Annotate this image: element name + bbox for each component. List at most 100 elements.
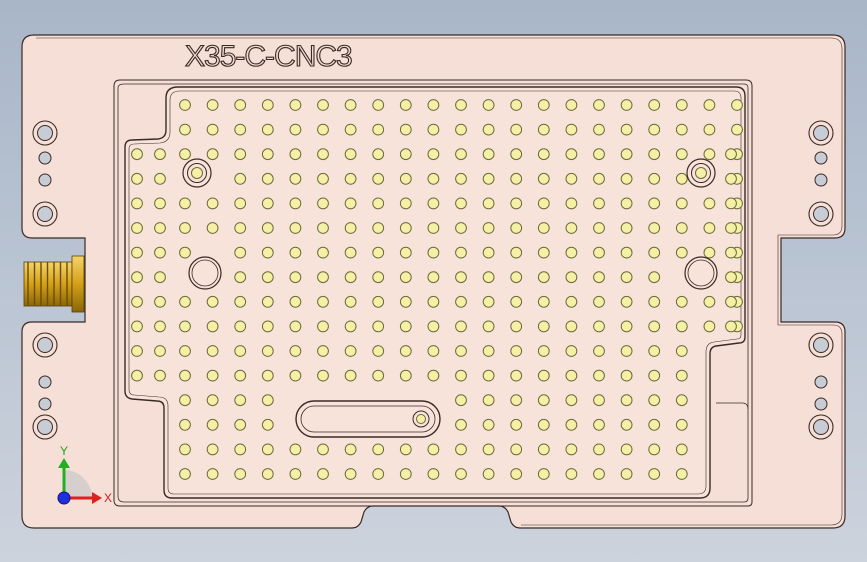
- vacuum-hole: [455, 197, 467, 210]
- counterbore-hole[interactable]: [808, 120, 834, 146]
- through-hole: [814, 173, 828, 187]
- vacuum-hole: [234, 320, 247, 333]
- vacuum-hole: [399, 99, 412, 111]
- vacuum-hole: [482, 394, 495, 407]
- vacuum-hole: [372, 345, 385, 357]
- vacuum-hole: [179, 345, 191, 357]
- vacuum-hole: [703, 148, 716, 161]
- vacuum-hole: [206, 369, 219, 382]
- vacuum-hole: [593, 197, 605, 210]
- vacuum-hole: [317, 99, 329, 111]
- vacuum-hole: [317, 295, 329, 308]
- counterbore-hole[interactable]: [808, 332, 834, 358]
- vacuum-hole: [482, 222, 495, 234]
- vacuum-hole: [289, 197, 302, 210]
- counterbore-hole[interactable]: [32, 332, 58, 358]
- through-hole: [38, 375, 52, 389]
- vacuum-hole: [455, 369, 467, 382]
- vacuum-hole: [206, 123, 219, 136]
- vacuum-hole: [565, 246, 578, 259]
- vacuum-hole: [455, 418, 467, 431]
- counterbore-hole[interactable]: [32, 120, 58, 146]
- pocket-outline: [124, 86, 746, 499]
- datum-pin-top-left[interactable]: [182, 158, 212, 188]
- vacuum-slot[interactable]: [295, 400, 441, 438]
- vacuum-hole: [344, 271, 357, 284]
- vacuum-hole: [537, 443, 550, 456]
- vacuum-hole: [427, 123, 440, 136]
- through-hole: [814, 151, 828, 165]
- vacuum-hole: [482, 271, 495, 284]
- vacuum-hole: [703, 246, 716, 259]
- vacuum-hole: [427, 320, 440, 333]
- vacuum-hole: [372, 222, 385, 234]
- vacuum-hole: [289, 443, 302, 456]
- vacuum-hole: [620, 99, 633, 111]
- vacuum-hole: [154, 148, 166, 161]
- vacuum-hole: [675, 369, 688, 382]
- vacuum-hole: [317, 468, 329, 480]
- vacuum-hole: [648, 394, 661, 407]
- vacuum-hole: [482, 197, 495, 210]
- vacuum-hole: [675, 468, 688, 480]
- vacuum-hole: [234, 271, 247, 284]
- vacuum-hole: [399, 345, 412, 357]
- vacuum-hole: [675, 148, 688, 161]
- datum-pin-top-right[interactable]: [686, 158, 716, 188]
- vacuum-hole: [565, 222, 578, 234]
- vacuum-hole: [154, 369, 166, 382]
- vacuum-hole: [344, 295, 357, 308]
- vacuum-hole: [648, 222, 661, 234]
- vacuum-hole: [620, 345, 633, 357]
- vacuum-hole: [399, 148, 412, 161]
- counterbore-hole[interactable]: [808, 414, 834, 440]
- vacuum-hole: [344, 468, 357, 480]
- vacuum-hole: [131, 172, 143, 185]
- vacuum-hole: [261, 295, 274, 308]
- vacuum-hole: [593, 222, 605, 234]
- vacuum-hole: [154, 320, 166, 333]
- vacuum-hole: [620, 148, 633, 161]
- through-hole: [38, 151, 52, 165]
- vacuum-hole: [675, 295, 688, 308]
- vacuum-hole: [565, 443, 578, 456]
- vacuum-hole: [537, 369, 550, 382]
- vacuum-hole: [344, 443, 357, 456]
- vacuum-hole: [482, 369, 495, 382]
- vacuum-hole: [703, 222, 716, 234]
- axis-x-label: X: [104, 491, 112, 505]
- vacuum-hole: [675, 123, 688, 136]
- recess-step-outer: [113, 79, 753, 507]
- vacuum-hole: [289, 123, 302, 136]
- vacuum-hole: [725, 148, 737, 161]
- large-bore-left[interactable]: [188, 256, 222, 290]
- vacuum-hole: [482, 443, 495, 456]
- vacuum-hole: [620, 222, 633, 234]
- vacuum-hole: [455, 345, 467, 357]
- vacuum-hole: [206, 148, 219, 161]
- vacuum-hole: [372, 197, 385, 210]
- counterbore-hole[interactable]: [32, 201, 58, 227]
- vacuum-hole: [427, 468, 440, 480]
- large-bore-right[interactable]: [684, 256, 718, 290]
- hole-grid: [131, 99, 743, 480]
- vacuum-hole: [261, 148, 274, 161]
- vacuum-hole: [206, 394, 219, 407]
- vacuum-hole: [510, 123, 523, 136]
- gold-threaded-fitting-icon[interactable]: [23, 255, 85, 313]
- vacuum-hole: [372, 271, 385, 284]
- vacuum-hole: [675, 99, 688, 111]
- counterbore-hole[interactable]: [32, 414, 58, 440]
- vacuum-hole: [427, 172, 440, 185]
- vacuum-hole: [620, 271, 633, 284]
- counterbore-hole[interactable]: [808, 201, 834, 227]
- vacuum-hole: [482, 320, 495, 333]
- vacuum-hole: [593, 246, 605, 259]
- vacuum-hole: [399, 222, 412, 234]
- vacuum-hole: [593, 369, 605, 382]
- vacuum-hole: [510, 394, 523, 407]
- vacuum-hole: [317, 172, 329, 185]
- vacuum-hole: [620, 246, 633, 259]
- vacuum-hole: [427, 295, 440, 308]
